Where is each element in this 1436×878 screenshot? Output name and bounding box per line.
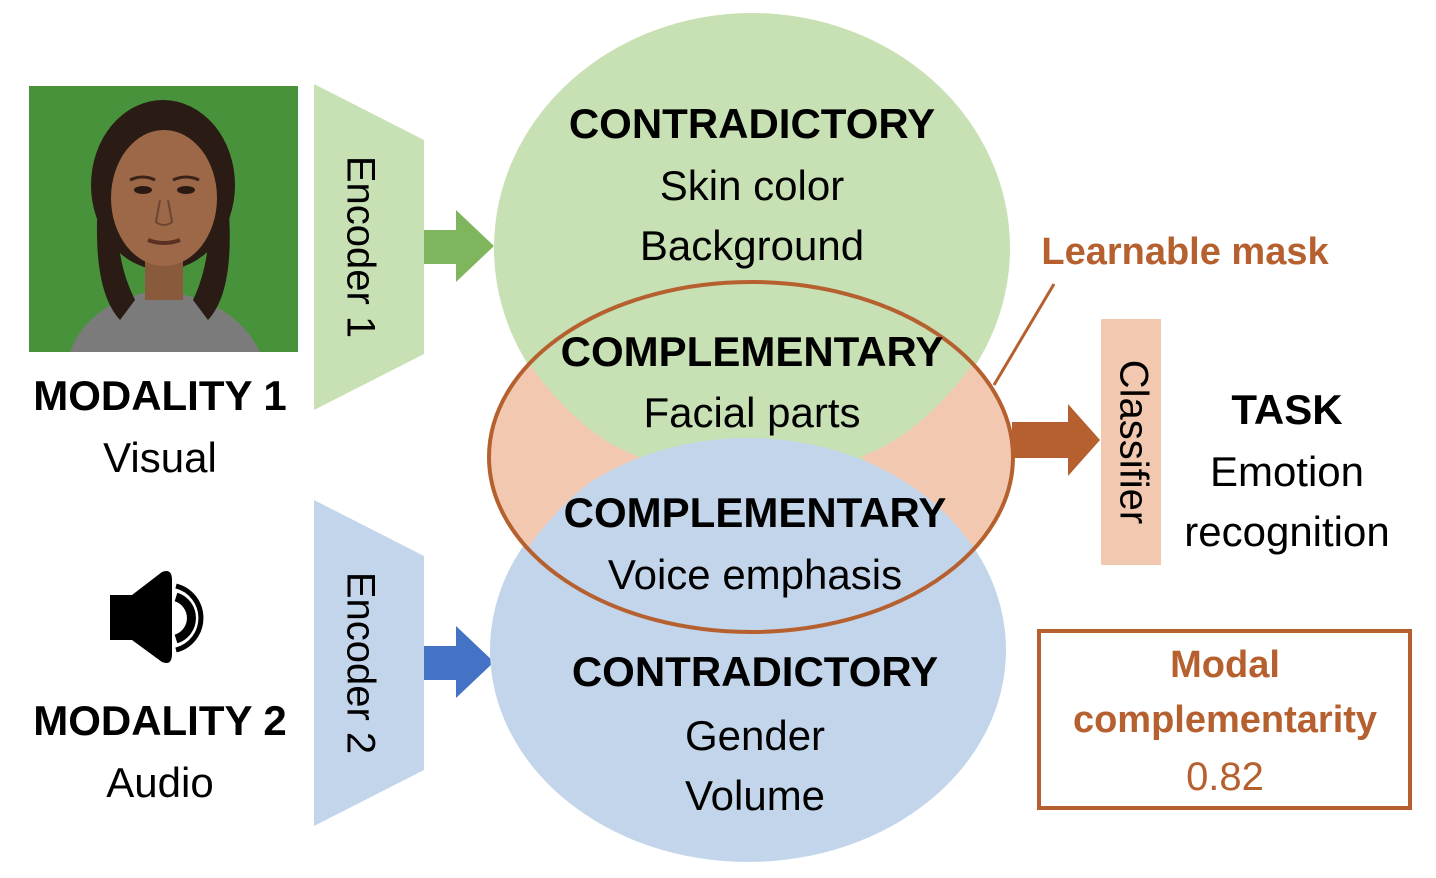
- modality1-subtitle: Visual: [103, 434, 217, 481]
- modality2-title: MODALITY 2: [33, 697, 287, 744]
- visual-line-1: Skin color: [660, 162, 844, 209]
- arrow-mask-to-classifier: [1012, 404, 1100, 476]
- visual-complementary-line: Facial parts: [643, 389, 860, 436]
- classifier-box: [1101, 319, 1161, 565]
- complementarity-line-2: complementarity: [1073, 699, 1377, 741]
- audio-heading: CONTRADICTORY: [572, 648, 938, 695]
- visual-heading: CONTRADICTORY: [569, 100, 935, 147]
- visual-complementary-heading: COMPLEMENTARY: [561, 328, 944, 375]
- audio-line-1: Gender: [685, 712, 825, 759]
- visual-line-2: Background: [640, 222, 864, 269]
- task-title: TASK: [1231, 386, 1342, 433]
- learnable-mask-label: Learnable mask: [1041, 231, 1329, 273]
- encoder1-shape: [314, 84, 424, 410]
- task-line-2: recognition: [1184, 508, 1389, 555]
- audio-complementary-heading: COMPLEMENTARY: [564, 489, 947, 536]
- task-line-1: Emotion: [1210, 448, 1364, 495]
- audio-complementary-line: Voice emphasis: [608, 551, 902, 598]
- audio-line-2: Volume: [685, 772, 825, 819]
- face-photo: [29, 86, 298, 352]
- encoder2-shape: [314, 500, 424, 826]
- complementarity-box: [1037, 629, 1412, 810]
- classifier-label: Classifier: [1111, 360, 1155, 524]
- complementarity-value: 0.82: [1186, 755, 1264, 799]
- encoder1-label: Encoder 1: [338, 156, 382, 338]
- complementarity-line-1: Modal: [1170, 644, 1280, 686]
- modality1-title: MODALITY 1: [33, 372, 287, 419]
- speaker-icon: [110, 571, 204, 663]
- encoder2-label: Encoder 2: [338, 572, 382, 754]
- arrow-encoder1-to-visual: [424, 210, 494, 282]
- arrow-encoder2-to-audio: [424, 626, 494, 698]
- modality2-subtitle: Audio: [106, 759, 213, 806]
- mask-pointer-line: [992, 283, 1056, 386]
